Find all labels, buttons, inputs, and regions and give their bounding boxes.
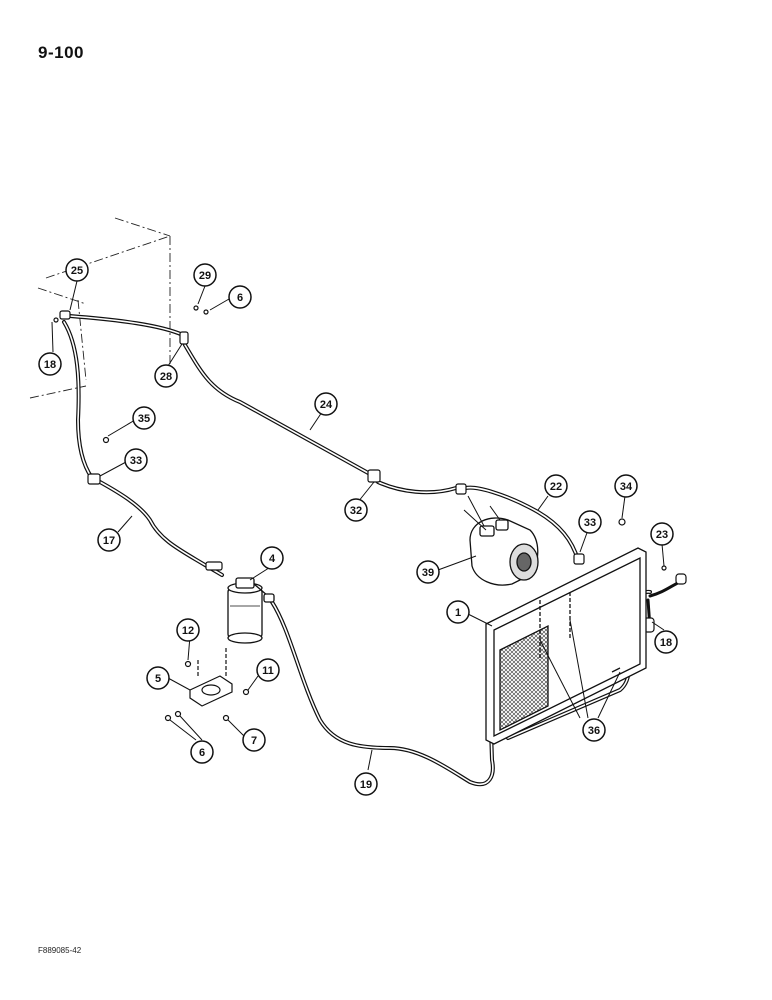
drier-bracket (164, 648, 250, 722)
callouts: 25 29 6 18 28 24 35 33 17 32 22 34 33 23… (38, 258, 678, 796)
leader-lines (51, 280, 665, 771)
svg-text:11: 11 (262, 665, 274, 677)
callout-23: 23 (650, 522, 674, 546)
svg-text:23: 23 (656, 529, 668, 541)
callout-17: 17 (97, 528, 121, 552)
callout-12: 12 (176, 618, 200, 642)
callout-6-lower: 6 (190, 740, 214, 764)
callout-6-upper: 6 (228, 285, 252, 309)
svg-text:5: 5 (155, 673, 161, 685)
callout-32: 32 (344, 498, 368, 522)
svg-text:7: 7 (251, 735, 257, 747)
callout-18-right: 18 (654, 630, 678, 654)
svg-text:19: 19 (360, 779, 372, 791)
svg-text:6: 6 (237, 292, 243, 304)
svg-text:1: 1 (455, 607, 461, 619)
svg-text:24: 24 (320, 399, 333, 411)
callout-25: 25 (65, 258, 89, 282)
svg-text:39: 39 (422, 567, 434, 579)
line-24 (183, 343, 372, 476)
callout-36: 36 (582, 718, 606, 742)
callout-1: 1 (446, 600, 470, 624)
callout-29: 29 (193, 263, 217, 287)
svg-text:32: 32 (350, 505, 362, 517)
callout-22: 22 (544, 474, 568, 498)
line-17 (98, 480, 224, 577)
callout-5: 5 (146, 666, 170, 690)
refrigerant-lines (62, 314, 686, 787)
figure-code: F889085-42 (38, 946, 82, 955)
svg-text:34: 34 (620, 481, 633, 493)
condenser (485, 547, 647, 745)
callout-19: 19 (354, 772, 378, 796)
compressor (467, 495, 539, 586)
page-number: 9-100 (38, 43, 84, 62)
callout-4: 4 (260, 546, 284, 570)
callout-33-right: 33 (578, 510, 602, 534)
svg-text:12: 12 (182, 625, 194, 637)
callout-7: 7 (242, 728, 266, 752)
upper-line-25-28 (68, 314, 185, 337)
svg-text:29: 29 (199, 270, 211, 282)
receiver-drier (227, 577, 275, 644)
svg-text:6: 6 (199, 747, 205, 759)
callout-35: 35 (132, 406, 156, 430)
svg-text:25: 25 (71, 265, 83, 277)
callout-39: 39 (416, 560, 440, 584)
svg-text:35: 35 (138, 413, 150, 425)
callout-33-left: 33 (124, 448, 148, 472)
callout-24: 24 (314, 392, 338, 416)
svg-text:36: 36 (588, 725, 600, 737)
svg-text:28: 28 (160, 371, 172, 383)
callout-18-left: 18 (38, 352, 62, 376)
callout-28: 28 (154, 364, 178, 388)
callout-11: 11 (256, 658, 280, 682)
svg-text:18: 18 (660, 637, 672, 649)
svg-text:22: 22 (550, 481, 562, 493)
svg-text:4: 4 (269, 553, 276, 565)
svg-text:17: 17 (103, 535, 115, 547)
svg-text:33: 33 (130, 455, 142, 467)
svg-text:33: 33 (584, 517, 596, 529)
callout-34: 34 (614, 474, 638, 498)
fittings (53, 305, 687, 633)
svg-text:18: 18 (44, 359, 56, 371)
